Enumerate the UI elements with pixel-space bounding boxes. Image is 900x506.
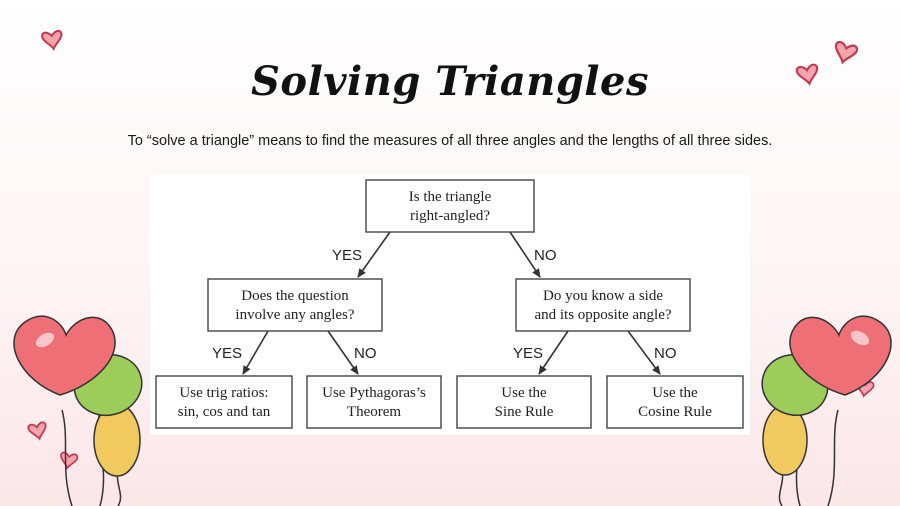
node-root-line1: Is the triangle <box>409 189 492 205</box>
node-left-question-line1: Does the question <box>241 288 349 304</box>
edge-root-yes <box>357 231 391 278</box>
edge-label-root-no: NO <box>534 247 557 264</box>
node-leaf-sine-rule: Use the Sine Rule <box>456 375 592 429</box>
flowchart-panel: YES NO YES NO YES NO Is the triangle rig… <box>150 175 750 435</box>
edge-left-yes <box>242 330 269 375</box>
balloons-right-icon <box>761 315 892 506</box>
heart-icon <box>26 420 50 442</box>
node-leaf-trig-line1: Use trig ratios: <box>179 385 268 401</box>
page-subtitle: To “solve a triangle” means to find the … <box>127 133 773 149</box>
node-root-line2: right-angled? <box>410 208 490 224</box>
node-right-question-line2: and its opposite angle? <box>534 307 671 323</box>
node-leaf-cosine-line2: Cosine Rule <box>638 404 712 420</box>
node-leaf-sine-line1: Use the <box>501 385 547 401</box>
edge-label-right-yes: YES <box>513 345 543 362</box>
heart-icon <box>40 29 65 52</box>
node-leaf-pythagoras-line2: Theorem <box>347 404 401 420</box>
heart-icon <box>58 451 79 471</box>
edge-label-root-yes: YES <box>332 247 362 264</box>
node-root: Is the triangle right-angled? <box>365 179 535 233</box>
edge-label-left-no: NO <box>354 345 377 362</box>
edge-right-no <box>627 330 661 375</box>
node-leaf-trig-ratios: Use trig ratios: sin, cos and tan <box>155 375 293 429</box>
edge-left-no <box>327 330 359 375</box>
edge-label-left-yes: YES <box>212 345 242 362</box>
node-left-question: Does the question involve any angles? <box>207 278 383 332</box>
node-leaf-pythagoras: Use Pythagoras’s Theorem <box>306 375 442 429</box>
node-leaf-sine-line2: Sine Rule <box>495 404 554 420</box>
node-leaf-trig-line2: sin, cos and tan <box>178 404 271 420</box>
node-right-question: Do you know a side and its opposite angl… <box>515 278 691 332</box>
edge-label-right-no: NO <box>654 345 677 362</box>
edge-right-yes <box>538 330 569 375</box>
flowchart-diagram: YES NO YES NO YES NO Is the triangle rig… <box>155 179 744 429</box>
edge-root-no <box>509 231 541 278</box>
balloons-left-icon <box>13 315 143 506</box>
node-leaf-pythagoras-line1: Use Pythagoras’s <box>322 385 426 401</box>
node-right-question-line1: Do you know a side <box>543 288 663 304</box>
node-leaf-cosine-rule: Use the Cosine Rule <box>606 375 744 429</box>
node-left-question-line2: involve any angles? <box>235 307 354 323</box>
page-title: Solving Triangles <box>251 58 649 105</box>
node-leaf-cosine-line1: Use the <box>652 385 698 401</box>
